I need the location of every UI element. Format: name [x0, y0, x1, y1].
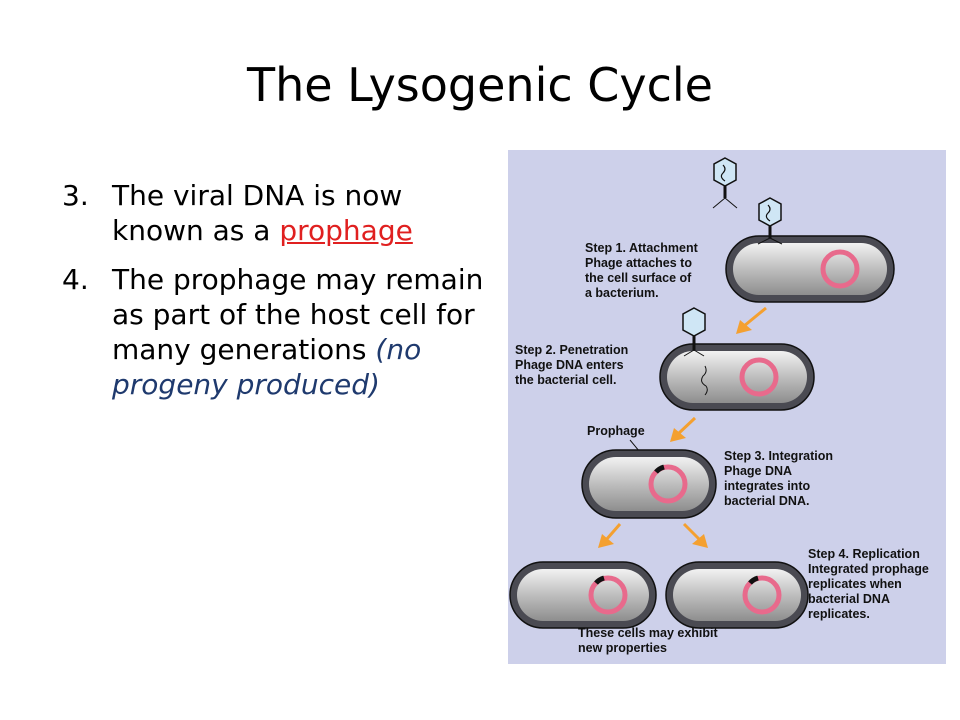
arrow-icon [682, 522, 708, 548]
diagram-svg: Step 1. Attachment Phage attaches to the… [509, 157, 932, 655]
bullet-item-4: 4. The prophage may remain as part of th… [62, 262, 492, 402]
step4-label: Step 4. Replication Integrated prophage … [808, 547, 932, 621]
phage-icon [712, 157, 738, 209]
arrow-icon [670, 416, 697, 442]
step1-label: Step 1. Attachment Phage attaches to the… [585, 241, 701, 300]
bullet-item-3: 3. The viral DNA is now known as a proph… [62, 178, 492, 248]
bullet-text: The viral DNA is now known as a prophage [112, 178, 492, 248]
bullet-list: 3. The viral DNA is now known as a proph… [62, 178, 492, 416]
bullet-text: The prophage may remain as part of the h… [112, 262, 492, 402]
phage-icon-injecting [682, 307, 706, 357]
bullet-text-main: The prophage may remain as part of the h… [112, 263, 484, 366]
lysogenic-cycle-diagram: Step 1. Attachment Phage attaches to the… [508, 150, 946, 664]
bacterial-cell-3 [581, 449, 717, 519]
bacterial-cell-4a [509, 561, 657, 629]
step2-label: Step 2. Penetration Phage DNA enters the… [515, 343, 632, 387]
prophage-label: Prophage [587, 424, 645, 438]
caption-label: These cells may exhibit new properties [578, 626, 721, 655]
bacterial-cell-4b [665, 561, 809, 629]
bacterial-cell-1 [725, 235, 895, 303]
bullet-number: 3. [62, 179, 89, 212]
page-title: The Lysogenic Cycle [247, 58, 713, 112]
phage-icon-attached [757, 197, 783, 245]
bacterial-cell-2 [659, 343, 815, 411]
bullet-number: 4. [62, 263, 89, 296]
bullet-emphasis: (no progeny produced) [112, 333, 422, 401]
step3-label: Step 3. Integration Phage DNA integrates… [724, 449, 837, 508]
arrow-icon [598, 523, 622, 548]
bullet-text-main: The viral DNA is now known as a [112, 179, 403, 247]
arrow-icon [736, 306, 767, 334]
prophage-link[interactable]: prophage [279, 214, 413, 247]
